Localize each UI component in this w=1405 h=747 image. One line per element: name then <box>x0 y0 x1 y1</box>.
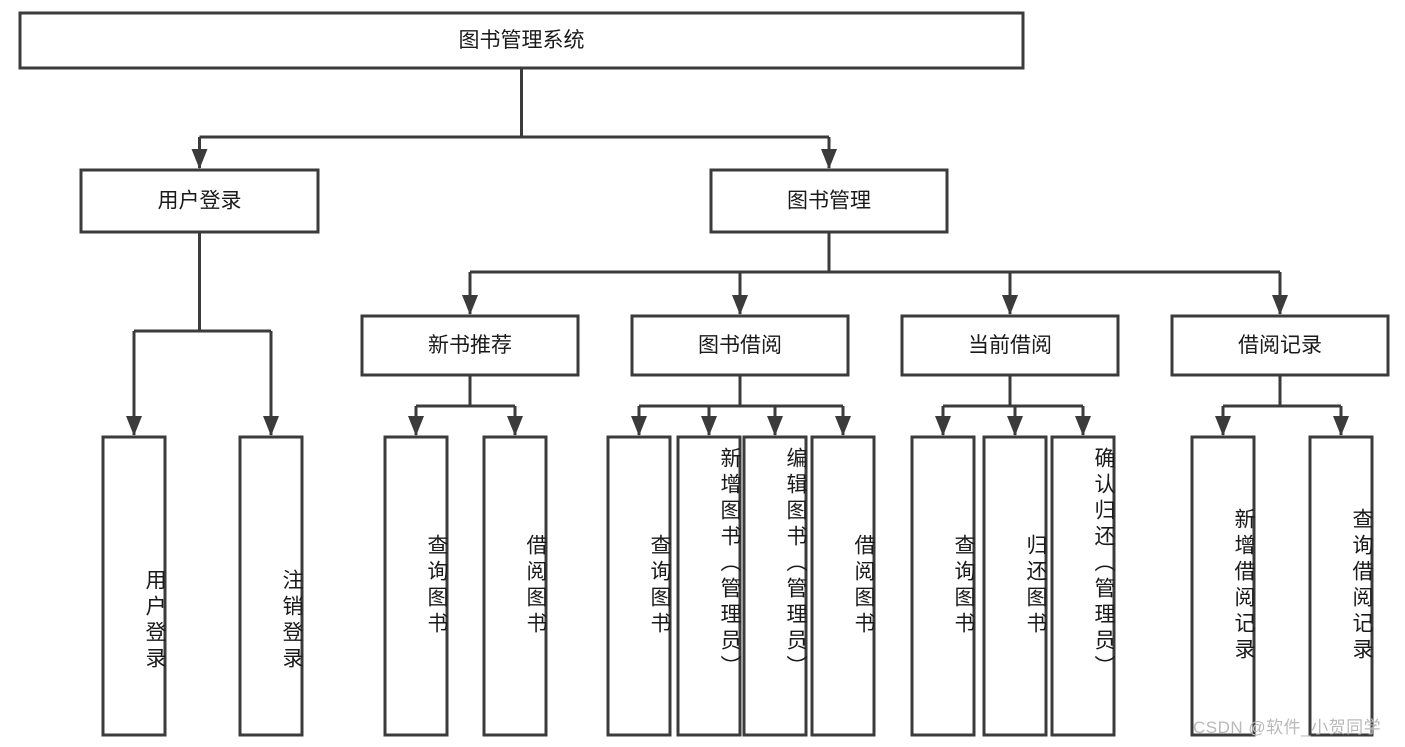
arrow-to-leaf-user-login <box>126 416 142 436</box>
arrow-to-leaf-query-record <box>1333 416 1349 436</box>
leaf-leaf-query-book-3[interactable] <box>910 435 976 737</box>
leaf-leaf-add-book[interactable] <box>676 435 742 737</box>
leaf-leaf-user-login[interactable] <box>101 435 167 737</box>
leaf-box-leaf-edit-book[interactable] <box>742 435 808 737</box>
leaf-leaf-confirm-return[interactable] <box>1050 435 1116 737</box>
arrow-to-leaf-query-book-1 <box>408 416 424 436</box>
arrow-to-leaf-query-book-3 <box>935 416 951 436</box>
leaf-leaf-borrow-book-1[interactable] <box>482 435 548 737</box>
node-box-book-borrow[interactable] <box>630 314 850 377</box>
leaf-box-leaf-query-book-1[interactable] <box>383 435 449 737</box>
node-label-book-manage: 图书管理 <box>787 190 871 213</box>
node-label-user-login: 用户登录 <box>158 190 242 213</box>
leaf-leaf-edit-book[interactable] <box>742 435 808 737</box>
leaf-leaf-logout[interactable] <box>238 435 304 737</box>
node-user-login[interactable]: 用户登录 <box>79 168 320 234</box>
leaf-leaf-add-record[interactable] <box>1190 435 1256 737</box>
node-current-borrow[interactable]: 当前借阅 <box>900 314 1120 377</box>
leaf-box-leaf-logout[interactable] <box>238 435 304 737</box>
leaf-leaf-return-book[interactable] <box>982 435 1048 737</box>
arrow-to-leaf-confirm-return <box>1075 416 1091 436</box>
leaf-box-leaf-query-book-3[interactable] <box>910 435 976 737</box>
arrow-to-leaf-edit-book <box>767 416 783 436</box>
node-box-current-borrow[interactable] <box>900 314 1120 377</box>
leaf-box-leaf-add-book[interactable] <box>676 435 742 737</box>
leaf-box-leaf-query-book-2[interactable] <box>606 435 672 737</box>
leaf-leaf-borrow-book-2[interactable] <box>810 435 876 737</box>
node-label-borrow-record: 借阅记录 <box>1238 334 1322 357</box>
leaf-box-leaf-confirm-return[interactable] <box>1050 435 1116 737</box>
node-root[interactable]: 图书管理系统 <box>18 11 1025 70</box>
leaf-leaf-query-record[interactable] <box>1308 435 1374 737</box>
node-box-new-book-recommend[interactable] <box>360 314 580 377</box>
arrow-to-new-book-recommend <box>462 295 478 315</box>
node-box-root[interactable] <box>18 11 1025 70</box>
connectors-layer <box>126 68 1349 436</box>
node-label-root: 图书管理系统 <box>459 29 585 52</box>
arrow-to-book-borrow <box>732 295 748 315</box>
node-new-book-recommend[interactable]: 新书推荐 <box>360 314 580 377</box>
csdn-watermark: CSDN @软件_小贺同学 <box>1193 718 1382 737</box>
arrow-to-leaf-logout <box>263 416 279 436</box>
leaf-box-leaf-user-login[interactable] <box>101 435 167 737</box>
leaf-box-leaf-borrow-book-1[interactable] <box>482 435 548 737</box>
leaf-box-leaf-borrow-book-2[interactable] <box>810 435 876 737</box>
node-label-current-borrow: 当前借阅 <box>968 334 1052 357</box>
leaf-box-leaf-query-record[interactable] <box>1308 435 1374 737</box>
arrow-to-leaf-return-book <box>1007 416 1023 436</box>
node-book-borrow[interactable]: 图书借阅 <box>630 314 850 377</box>
arrow-to-user-login <box>191 149 208 169</box>
leaf-box-leaf-add-record[interactable] <box>1190 435 1256 737</box>
arrow-to-leaf-add-record <box>1215 416 1231 436</box>
node-box-book-manage[interactable] <box>709 168 949 234</box>
node-box-user-login[interactable] <box>79 168 320 234</box>
node-box-borrow-record[interactable] <box>1170 314 1390 377</box>
leaf-leaf-query-book-1[interactable] <box>383 435 449 737</box>
arrow-to-current-borrow <box>1002 295 1018 315</box>
node-label-new-book-recommend: 新书推荐 <box>428 334 512 357</box>
arrow-to-leaf-borrow-book-2 <box>835 416 851 436</box>
arrow-to-borrow-record <box>1272 295 1288 315</box>
node-book-manage[interactable]: 图书管理 <box>709 168 949 234</box>
node-label-book-borrow: 图书借阅 <box>698 334 782 357</box>
arrow-to-book-manage <box>821 149 837 169</box>
leaf-leaf-query-book-2[interactable] <box>606 435 672 737</box>
arrow-to-leaf-borrow-book-1 <box>507 416 523 436</box>
arrow-to-leaf-add-book <box>701 416 717 436</box>
leaf-box-leaf-return-book[interactable] <box>982 435 1048 737</box>
arrow-to-leaf-query-book-2 <box>631 416 647 436</box>
node-borrow-record[interactable]: 借阅记录 <box>1170 314 1390 377</box>
